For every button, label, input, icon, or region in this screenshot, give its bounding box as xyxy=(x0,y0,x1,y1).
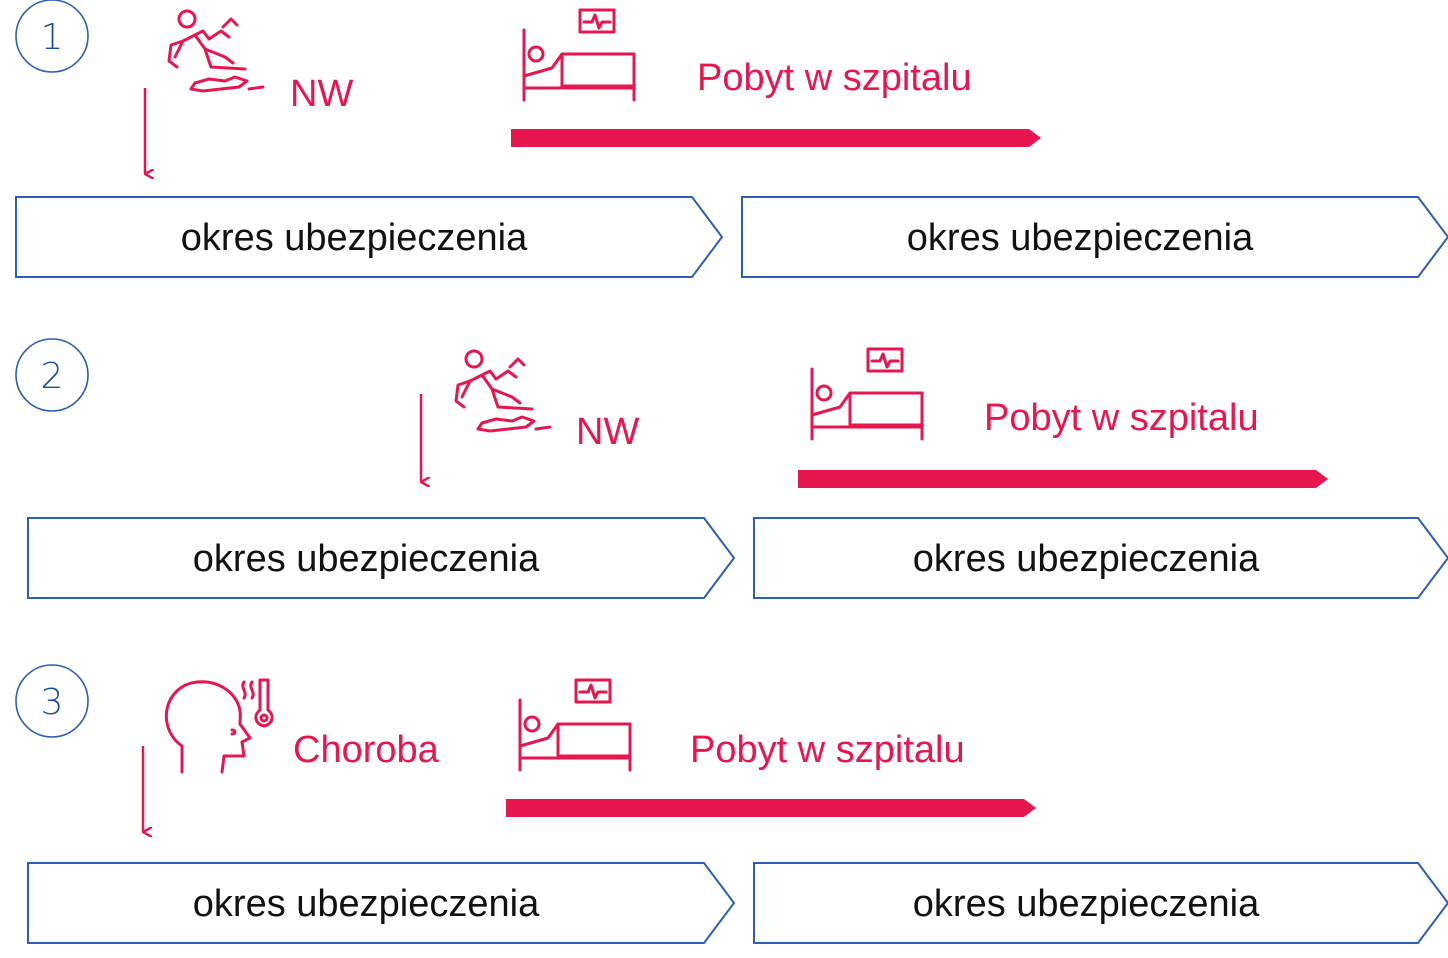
insurance-period-label: okres ubezpieczenia xyxy=(907,217,1254,259)
event-label: NW xyxy=(576,411,639,453)
accident-fall-icon xyxy=(454,349,552,433)
scenario-number: 1 xyxy=(41,17,64,58)
hospital-bed-icon xyxy=(810,347,924,441)
hospital-stay-label: Pobyt w szpitalu xyxy=(984,397,1259,439)
insurance-period-2: okres ubezpieczenia xyxy=(753,862,1448,944)
insurance-period-1: okres ubezpieczenia xyxy=(27,862,736,944)
hospital-stay-bar xyxy=(506,799,1036,817)
insurance-period-label: okres ubezpieczenia xyxy=(913,883,1260,925)
insurance-period-label: okres ubezpieczenia xyxy=(193,538,540,580)
hospital-stay-bar xyxy=(798,470,1328,488)
hospital-bed-icon xyxy=(522,8,636,102)
scenario-number: 3 xyxy=(41,682,64,723)
scenario-number-badge: 1 xyxy=(15,0,89,73)
accident-fall-icon xyxy=(167,9,265,93)
sick-person-fever-icon xyxy=(164,678,274,774)
insurance-period-1: okres ubezpieczenia xyxy=(15,196,724,278)
insurance-period-label: okres ubezpieczenia xyxy=(913,538,1260,580)
insurance-period-1: okres ubezpieczenia xyxy=(27,517,736,599)
scenario-number-badge: 2 xyxy=(15,338,89,412)
insurance-period-label: okres ubezpieczenia xyxy=(193,883,540,925)
hospital-stay-bar xyxy=(511,129,1041,147)
insurance-period-label: okres ubezpieczenia xyxy=(181,217,528,259)
scenario-number-badge: 3 xyxy=(15,664,89,738)
event-label: Choroba xyxy=(293,729,440,771)
scenario-row-2: 2NW Pobyt w szpitalu okres ubezpieczenia ok… xyxy=(15,338,1448,599)
scenario-number: 2 xyxy=(41,356,64,397)
event-label: NW xyxy=(290,73,353,115)
hospital-stay-label: Pobyt w szpitalu xyxy=(690,729,965,771)
insurance-period-2: okres ubezpieczenia xyxy=(753,517,1448,599)
hospital-stay-label: Pobyt w szpitalu xyxy=(697,57,972,99)
hospital-bed-icon xyxy=(518,678,632,772)
scenario-row-1: 1NW Pobyt w szpitalu okres ubezpieczenia ok… xyxy=(15,0,1448,278)
insurance-period-2: okres ubezpieczenia xyxy=(741,196,1448,278)
